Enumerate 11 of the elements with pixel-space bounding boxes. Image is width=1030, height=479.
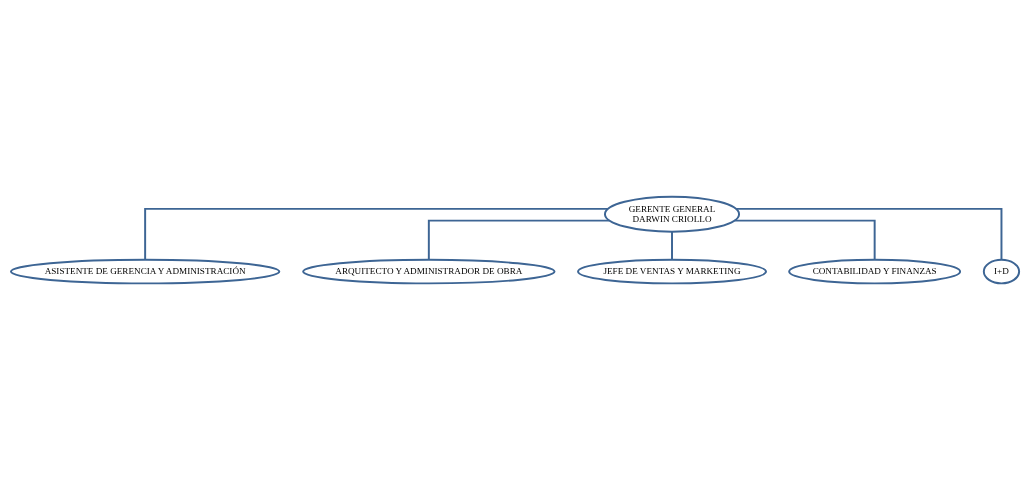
node-ellipse: CONTABILIDAD Y FINANZAS [788,258,962,284]
connector [427,219,611,261]
connector [144,207,609,261]
connector [671,230,673,261]
connector [734,207,1003,261]
node-ellipse: ARQUITECTO Y ADMINISTRADOR DE OBRA [302,258,556,284]
node-ellipse: I+D [982,258,1021,284]
node-ellipse: GERENTE GENERAL DARWIN CRIOLLO [604,195,741,233]
node-ellipse: JEFE DE VENTAS Y MARKETING [577,258,767,284]
node-ellipse: ASISTENTE DE GERENCIA Y ADMINISTRACIÓN [10,258,281,284]
connector [733,219,876,261]
